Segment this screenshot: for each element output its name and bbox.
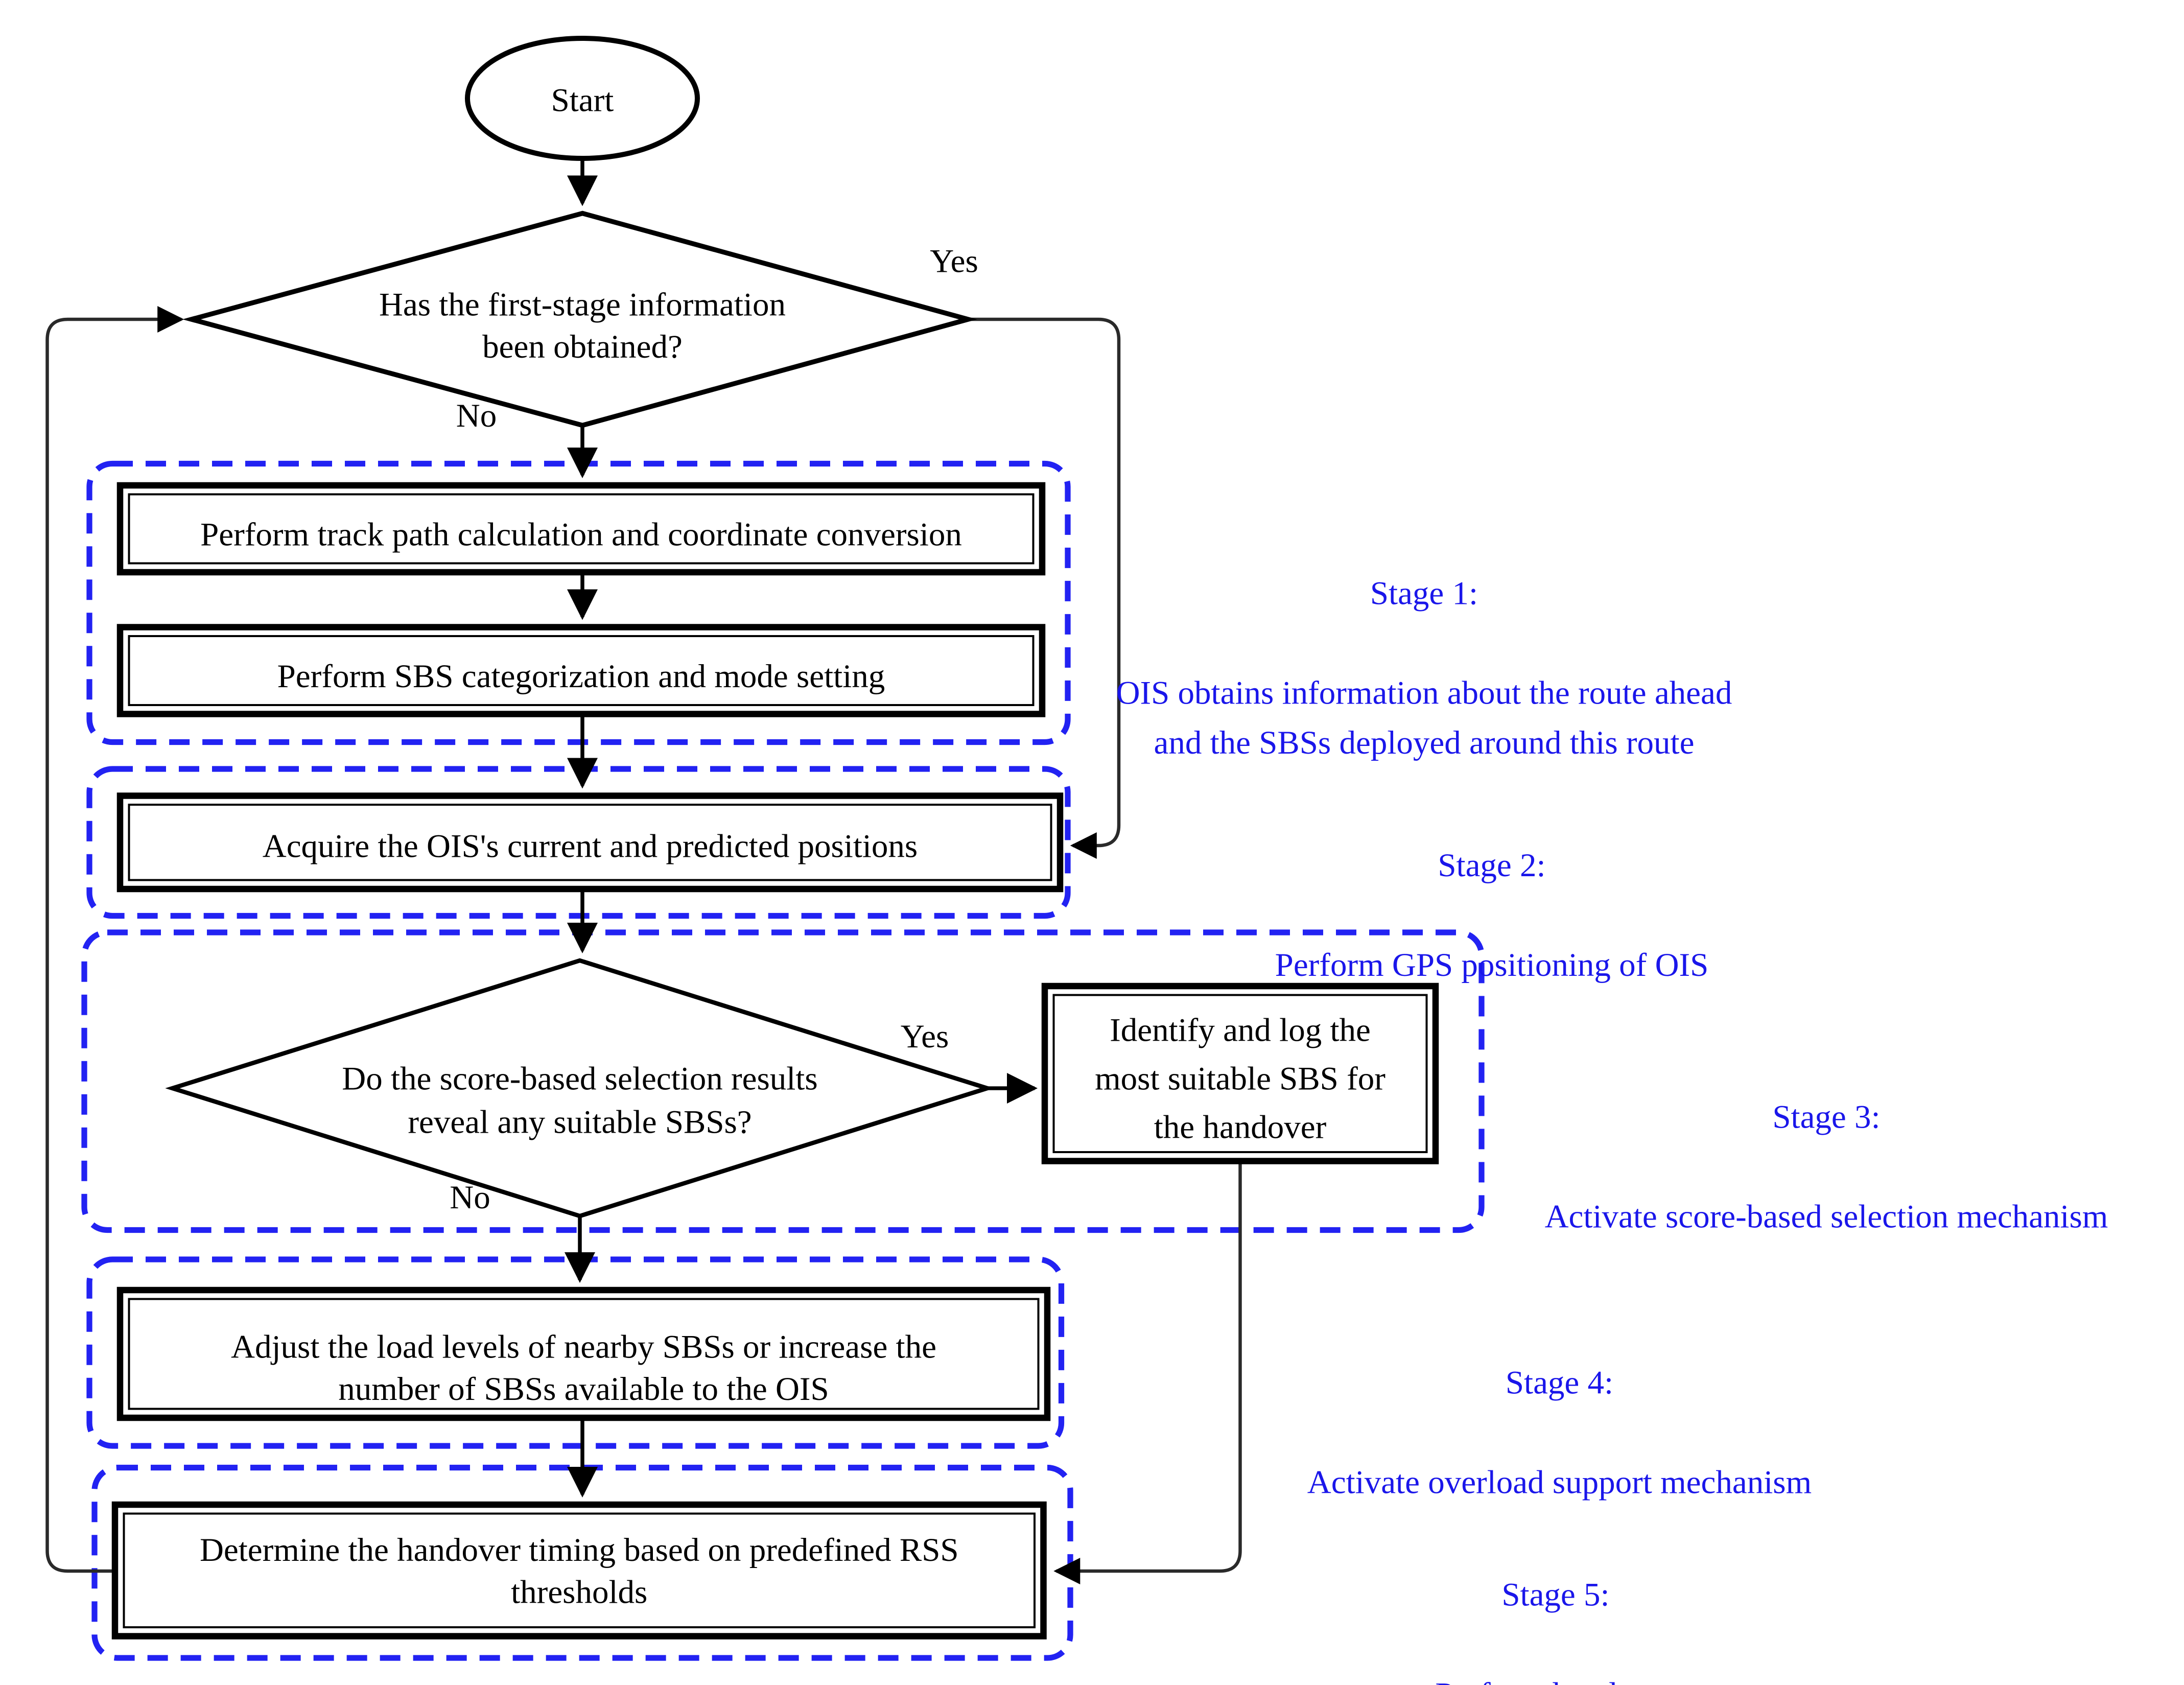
- stage4-container: [86, 1256, 1065, 1449]
- start-oval: [465, 36, 700, 161]
- stage1-annotation: Stage 1: OIS obtains information about t…: [1079, 519, 1769, 817]
- decision2-label: Do the score-based selection results rev…: [342, 1060, 818, 1141]
- stage3-annotation: Stage 3: Activate score-based selection …: [1475, 1042, 2178, 1292]
- decision2-no-label: No: [450, 1179, 490, 1216]
- process-adjust-load-label: Adjust the load levels of nearby SBSs or…: [231, 1328, 936, 1408]
- stage3-container: [81, 929, 1485, 1233]
- stage3-heading: Stage 3:: [1772, 1098, 1881, 1136]
- stage4-description: Activate overload support mechanism: [1307, 1464, 1812, 1501]
- stage1-description: OIS obtains information about the route …: [1116, 674, 1732, 761]
- process-box-adjust-load: [116, 1286, 1051, 1421]
- process-identify-log-label: Identify and log the most suitable SBS f…: [1095, 1012, 1385, 1146]
- stage3-description: Activate score-based selection mechanism: [1544, 1198, 2108, 1235]
- process-box-identify-log: [1041, 982, 1439, 1164]
- stage2-heading: Stage 2:: [1438, 847, 1546, 884]
- decision2-yes-label: Yes: [900, 1018, 949, 1056]
- connector-identify-to-stage5: [1053, 1161, 1242, 1584]
- decision1-yes-label: Yes: [930, 243, 978, 280]
- process-box-acquire-positions: [116, 792, 1064, 893]
- stage1-heading: Stage 1:: [1370, 575, 1478, 612]
- connector-loop-stage5-to-decision1: [45, 306, 184, 1573]
- stage2-annotation: Stage 2: Perform GPS positioning of OIS: [1147, 791, 1837, 1040]
- stage5-heading: Stage 5:: [1501, 1576, 1610, 1613]
- connector-decision1-yes: [968, 317, 1121, 859]
- process-acquire-positions-label: Acquire the OIS's current and predicted …: [262, 828, 918, 865]
- stage5-annotation: Stage 5: Perform handover: [1211, 1520, 1900, 1685]
- stage4-annotation: Stage 4: Activate overload support mecha…: [1215, 1308, 1905, 1557]
- process-box-sbs-categorization: [116, 624, 1046, 717]
- decision-diamond-first-stage: [182, 210, 977, 428]
- stage4-heading: Stage 4:: [1505, 1364, 1614, 1401]
- decision1-no-label: No: [456, 397, 497, 435]
- stage5-description: Perform handover: [1211, 1670, 1900, 1685]
- process-sbs-categorization-label: Perform SBS categorization and mode sett…: [277, 658, 885, 695]
- process-box-handover-timing: [111, 1501, 1047, 1640]
- process-box-track-path: [116, 482, 1046, 576]
- start-label: Start: [551, 82, 614, 119]
- decision1-label: Has the first-stage information been obt…: [379, 286, 786, 365]
- decision-diamond-score-based: [165, 958, 995, 1219]
- process-track-path-label: Perform track path calculation and coord…: [200, 516, 962, 553]
- stage2-description: Perform GPS positioning of OIS: [1275, 946, 1709, 984]
- process-handover-timing-label: Determine the handover timing based on p…: [199, 1531, 959, 1611]
